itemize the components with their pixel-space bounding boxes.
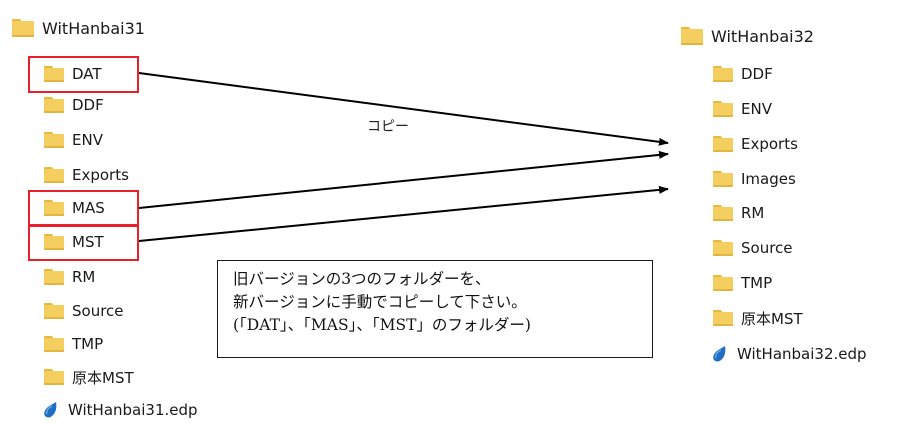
left-item-label: DDF [72,96,104,114]
left-item-label: 原本MST [72,368,134,387]
note-line-1: 旧バージョンの3つのフォルダーを、 [233,270,491,288]
highlight-mas [28,190,139,227]
left-item-label: DAT [72,65,102,83]
left-item-exports[interactable]: Exports [44,161,129,189]
right-item-label: Images [741,170,796,188]
folder-icon [713,310,733,326]
left-item-label: RM [72,268,96,286]
folder-icon [713,136,733,152]
left-edp-file[interactable]: WitHanbai31.edp [42,396,198,424]
left-item-source[interactable]: Source [44,297,124,325]
folder-icon [44,369,64,385]
folder-icon [44,269,64,285]
folder-icon [713,171,733,187]
right-root-label: WitHanbai32 [711,26,814,46]
right-item-label: RM [741,204,765,222]
folder-icon [713,66,733,82]
right-item-label: Exports [741,135,798,153]
right-item-label: 原本MST [741,309,803,328]
right-root-folder[interactable]: WitHanbai32 [681,22,814,50]
left-item-label: Source [72,302,124,320]
left-item-tmp[interactable]: TMP [44,330,103,358]
folder-icon [12,19,34,37]
right-edp-label: WitHanbai32.edp [737,345,867,363]
right-item-genpon-mst[interactable]: 原本MST [713,304,803,332]
left-item-rm[interactable]: RM [44,263,95,291]
note-line-3: (「DAT」、「MAS」、「MST」のフォルダー) [233,316,531,334]
highlight-mst [28,224,139,261]
folder-icon [44,167,64,183]
left-edp-label: WitHanbai31.edp [68,401,198,419]
highlight-dat [28,56,139,93]
left-item-label: MAS [72,199,105,217]
arrow-mas [138,150,669,209]
left-item-dat[interactable]: DAT [44,60,102,88]
right-item-rm[interactable]: RM [713,199,764,227]
folder-icon [713,101,733,117]
left-item-label: MST [72,233,104,251]
edp-file-icon [713,346,726,362]
right-item-env[interactable]: ENV [713,95,772,123]
folder-icon [44,97,64,113]
left-root-folder[interactable]: WitHanbai31 [12,14,145,42]
left-item-env[interactable]: ENV [44,126,103,154]
left-item-ddf[interactable]: DDF [44,91,104,119]
right-item-label: Source [741,239,793,257]
right-item-label: DDF [741,65,773,83]
right-item-tmp[interactable]: TMP [713,269,772,297]
folder-icon [44,132,64,148]
right-item-exports[interactable]: Exports [713,130,798,158]
folder-icon [681,27,703,45]
folder-icon [713,205,733,221]
right-item-images[interactable]: Images [713,165,796,193]
arrow-mst [138,185,669,242]
left-item-mas[interactable]: MAS [44,194,105,222]
instruction-note: 旧バージョンの3つのフォルダーを、 新バージョンに手動でコピーして下さい。 (「… [217,260,653,358]
folder-icon [44,66,64,82]
left-item-label: TMP [72,335,104,353]
folder-icon [44,336,64,352]
right-item-source[interactable]: Source [713,234,793,262]
folder-icon [44,234,64,250]
left-item-label: ENV [72,131,103,149]
left-item-genpon-mst[interactable]: 原本MST [44,363,134,391]
arrow-dat [138,72,669,146]
right-item-label: ENV [741,100,772,118]
right-edp-file[interactable]: WitHanbai32.edp [711,340,867,368]
right-item-label: TMP [741,274,773,292]
copy-label: コピー [367,119,409,135]
folder-icon [44,200,64,216]
folder-icon [713,240,733,256]
left-item-mst[interactable]: MST [44,228,104,256]
right-item-ddf[interactable]: DDF [713,60,773,88]
left-item-label: Exports [72,166,129,184]
folder-icon [713,275,733,291]
edp-file-icon [44,402,57,418]
note-line-2: 新バージョンに手動でコピーして下さい。 [233,293,527,311]
left-root-label: WitHanbai31 [42,18,145,38]
folder-icon [44,303,64,319]
